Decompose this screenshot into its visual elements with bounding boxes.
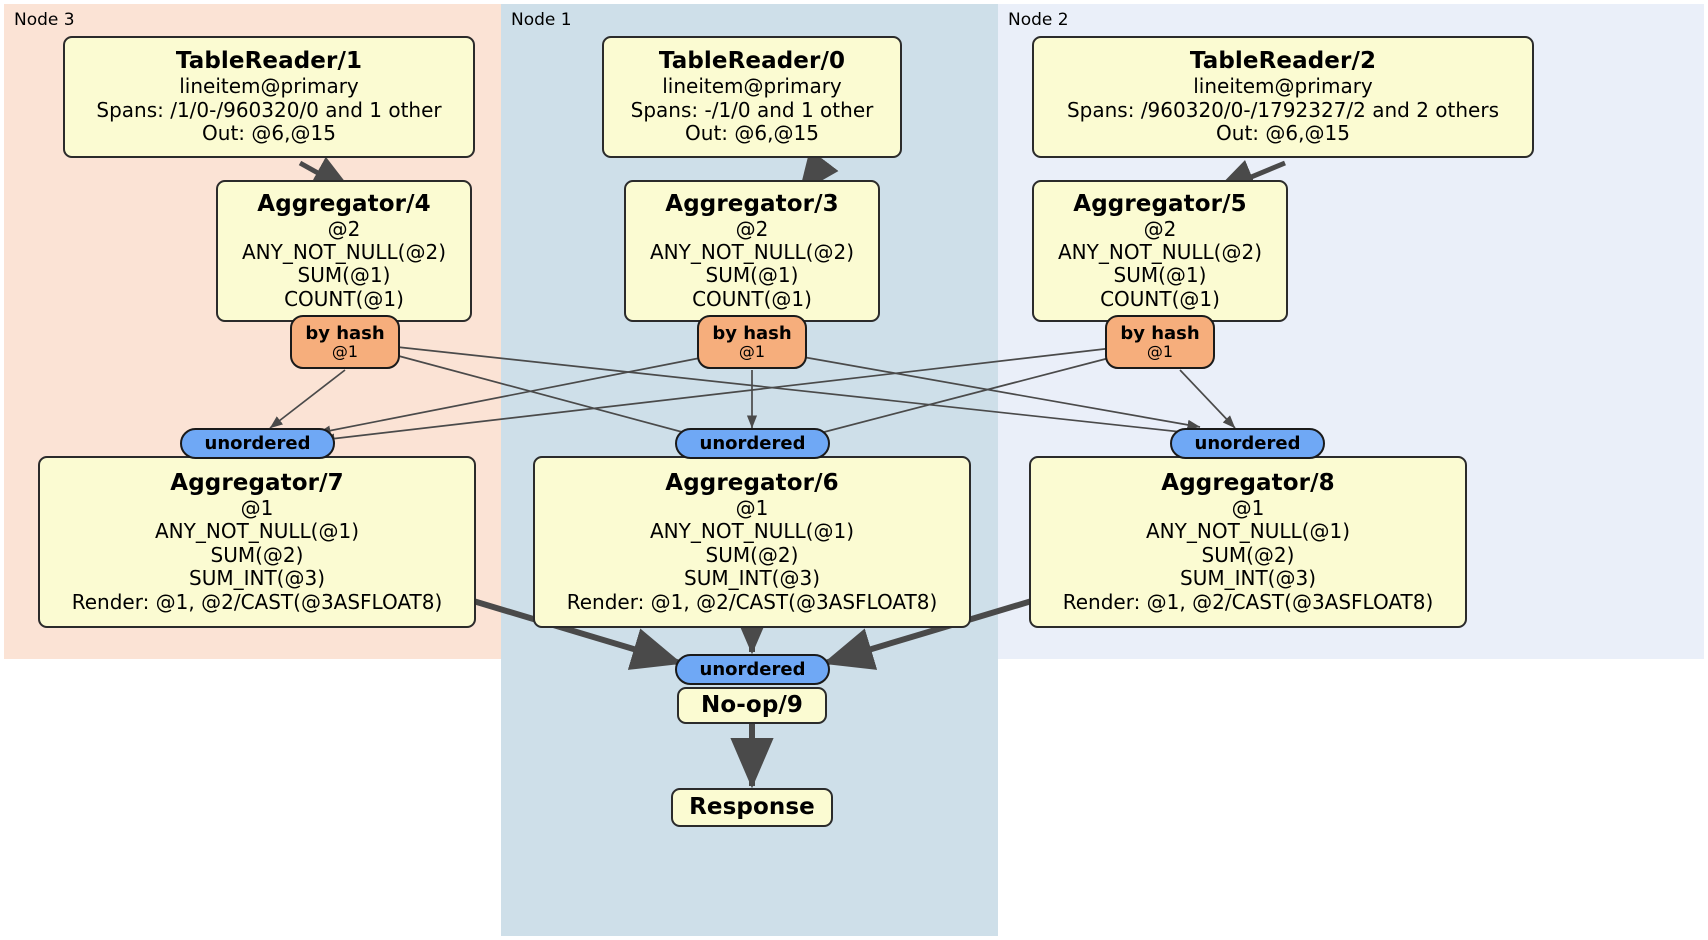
processor-row: Out: @6,@15 <box>202 121 336 146</box>
processor-row: SUM(@1) <box>705 263 799 288</box>
router-title: by hash <box>1120 322 1200 344</box>
processor-row: @2 <box>1143 216 1177 241</box>
processor-row: COUNT(@1) <box>1100 286 1220 311</box>
synchronizer-title: unordered <box>1194 432 1301 454</box>
processor-noop9[interactable]: No-op/9 <box>677 687 827 724</box>
processor-title: TableReader/2 <box>1189 48 1377 75</box>
processor-row: SUM(@1) <box>1113 263 1207 288</box>
processor-title: Aggregator/4 <box>257 190 431 217</box>
processor-title: Aggregator/3 <box>665 190 839 217</box>
synchronizer-title: unordered <box>699 658 806 680</box>
processor-row: Render: @1, @2/CAST(@3ASFLOAT8) <box>71 589 443 614</box>
region-node-3-label: Node 3 <box>14 10 75 30</box>
processor-row: SUM_INT(@3) <box>1180 566 1316 591</box>
synchronizer-unordered-node3[interactable]: unordered <box>180 428 335 459</box>
processor-title: TableReader/0 <box>658 48 846 75</box>
processor-row: @2 <box>327 216 361 241</box>
processor-tablereader1[interactable]: TableReader/1 lineitem@primary Spans: /1… <box>63 36 475 158</box>
processor-row: ANY_NOT_NULL(@2) <box>1058 240 1262 265</box>
router-subtitle: @1 <box>738 342 766 362</box>
synchronizer-title: unordered <box>204 432 311 454</box>
processor-row: Render: @1, @2/CAST(@3ASFLOAT8) <box>1062 589 1434 614</box>
processor-row: ANY_NOT_NULL(@2) <box>650 240 854 265</box>
processor-row: Spans: /960320/0-/1792327/2 and 2 others <box>1066 97 1499 122</box>
processor-row: ANY_NOT_NULL(@1) <box>650 519 854 544</box>
synchronizer-unordered-node2[interactable]: unordered <box>1170 428 1325 459</box>
processor-row: SUM(@2) <box>1201 542 1295 567</box>
router-title: by hash <box>712 322 792 344</box>
processor-response[interactable]: Response <box>671 788 833 827</box>
processor-row: Out: @6,@15 <box>685 121 819 146</box>
processor-title: Response <box>689 794 815 821</box>
processor-title: Aggregator/6 <box>665 470 839 497</box>
processor-row: ANY_NOT_NULL(@1) <box>155 519 359 544</box>
synchronizer-title: unordered <box>699 432 806 454</box>
processor-tablereader2[interactable]: TableReader/2 lineitem@primary Spans: /9… <box>1032 36 1534 158</box>
processor-row: lineitem@primary <box>179 74 359 99</box>
region-node-1-label: Node 1 <box>511 10 572 30</box>
processor-row: lineitem@primary <box>662 74 842 99</box>
router-subtitle: @1 <box>1146 342 1174 362</box>
processor-row: COUNT(@1) <box>692 286 812 311</box>
router-by-hash-node3[interactable]: by hash @1 <box>290 315 400 369</box>
synchronizer-unordered-node1[interactable]: unordered <box>675 428 830 459</box>
processor-row: Spans: -/1/0 and 1 other <box>630 97 874 122</box>
processor-row: @1 <box>735 495 769 520</box>
router-title: by hash <box>305 322 385 344</box>
synchronizer-unordered-final[interactable]: unordered <box>675 654 830 685</box>
processor-aggregator6[interactable]: Aggregator/6 @1 ANY_NOT_NULL(@1) SUM(@2)… <box>533 456 971 628</box>
router-subtitle: @1 <box>331 342 359 362</box>
processor-row: SUM_INT(@3) <box>189 566 325 591</box>
processor-aggregator3[interactable]: Aggregator/3 @2 ANY_NOT_NULL(@2) SUM(@1)… <box>624 180 880 322</box>
processor-title: Aggregator/8 <box>1161 470 1335 497</box>
processor-row: Render: @1, @2/CAST(@3ASFLOAT8) <box>566 589 938 614</box>
processor-row: @1 <box>240 495 274 520</box>
processor-aggregator5[interactable]: Aggregator/5 @2 ANY_NOT_NULL(@2) SUM(@1)… <box>1032 180 1288 322</box>
processor-row: Out: @6,@15 <box>1216 121 1350 146</box>
processor-aggregator4[interactable]: Aggregator/4 @2 ANY_NOT_NULL(@2) SUM(@1)… <box>216 180 472 322</box>
processor-row: SUM(@2) <box>705 542 799 567</box>
processor-title: Aggregator/5 <box>1073 190 1247 217</box>
processor-row: SUM(@1) <box>297 263 391 288</box>
processor-title: TableReader/1 <box>175 48 363 75</box>
processor-tablereader0[interactable]: TableReader/0 lineitem@primary Spans: -/… <box>602 36 902 158</box>
processor-row: ANY_NOT_NULL(@2) <box>242 240 446 265</box>
processor-row: COUNT(@1) <box>284 286 404 311</box>
processor-row: ANY_NOT_NULL(@1) <box>1146 519 1350 544</box>
router-by-hash-node2[interactable]: by hash @1 <box>1105 315 1215 369</box>
processor-row: lineitem@primary <box>1193 74 1373 99</box>
processor-title: Aggregator/7 <box>170 470 344 497</box>
processor-row: @2 <box>735 216 769 241</box>
region-node-2-label: Node 2 <box>1008 10 1069 30</box>
processor-row: @1 <box>1231 495 1265 520</box>
processor-aggregator7[interactable]: Aggregator/7 @1 ANY_NOT_NULL(@1) SUM(@2)… <box>38 456 476 628</box>
processor-row: SUM(@2) <box>210 542 304 567</box>
processor-aggregator8[interactable]: Aggregator/8 @1 ANY_NOT_NULL(@1) SUM(@2)… <box>1029 456 1467 628</box>
processor-row: SUM_INT(@3) <box>684 566 820 591</box>
router-by-hash-node1[interactable]: by hash @1 <box>697 315 807 369</box>
processor-title: No-op/9 <box>701 692 803 719</box>
processor-row: Spans: /1/0-/960320/0 and 1 other <box>96 97 442 122</box>
